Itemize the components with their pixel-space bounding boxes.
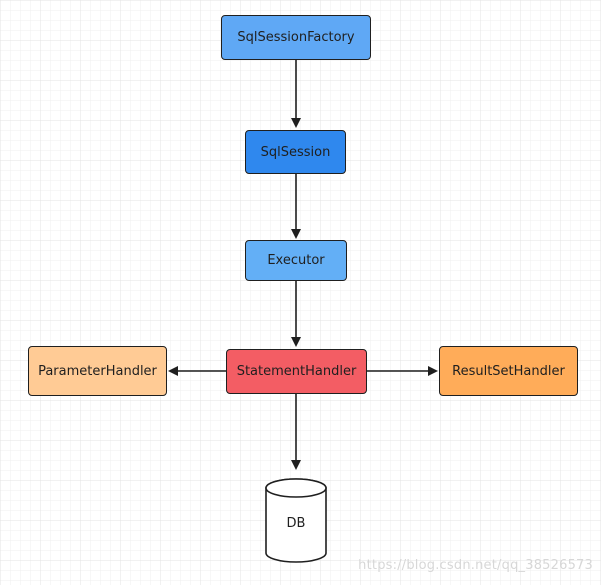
node-db-label: DB: [286, 516, 306, 531]
node-sqlsession: SqlSession: [245, 130, 346, 174]
node-parameterhandler: ParameterHandler: [28, 346, 167, 396]
node-statementhandler: StatementHandler: [226, 349, 367, 394]
db-cylinder: [265, 478, 327, 563]
edges: [168, 59, 438, 470]
node-resultsethandler: ResultSetHandler: [439, 346, 578, 396]
node-sqlsessionfactory: SqlSessionFactory: [221, 15, 371, 60]
node-executor: Executor: [245, 240, 347, 281]
watermark-text: https://blog.csdn.net/qq_38526573: [358, 558, 593, 573]
